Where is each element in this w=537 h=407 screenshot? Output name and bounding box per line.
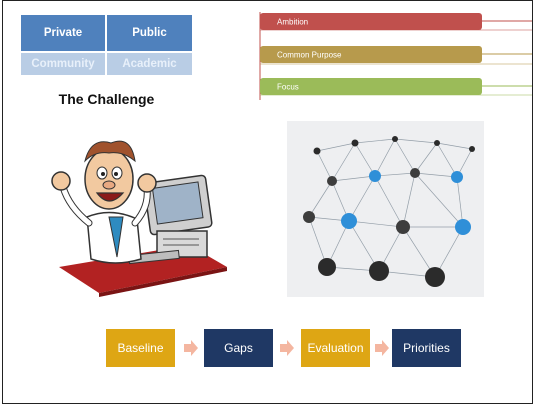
sector-academic: Academic (107, 53, 192, 75)
bar-focus: Focus (260, 78, 532, 96)
bar-label-common-purpose: Common Purpose (277, 51, 342, 60)
bar-common-purpose: Common Purpose (260, 46, 532, 65)
sector-private: Private (21, 15, 105, 51)
step-priorities: Priorities (392, 329, 461, 367)
step-gaps: Gaps (204, 329, 273, 367)
bar-ambition: Ambition (260, 13, 532, 31)
bar-label-focus: Focus (277, 83, 299, 92)
excited-man-cartoon (51, 140, 227, 297)
sector-community: Community (21, 53, 105, 75)
network-nodes-image (287, 121, 484, 297)
arrow-right-icon (280, 340, 294, 356)
arrow-right-icon (375, 340, 389, 356)
sector-grid: Private Public Community Academic (21, 15, 192, 75)
challenge-title: The Challenge (58, 91, 155, 107)
arrow-right-icon (184, 340, 198, 356)
process-flow: Baseline Gaps Evaluation Priorities (3, 329, 532, 369)
step-baseline: Baseline (106, 329, 175, 367)
sector-public: Public (107, 15, 192, 51)
bar-label-ambition: Ambition (277, 18, 308, 27)
step-evaluation: Evaluation (301, 329, 370, 367)
goal-bars: Ambition Common Purpose Focus (259, 12, 532, 100)
